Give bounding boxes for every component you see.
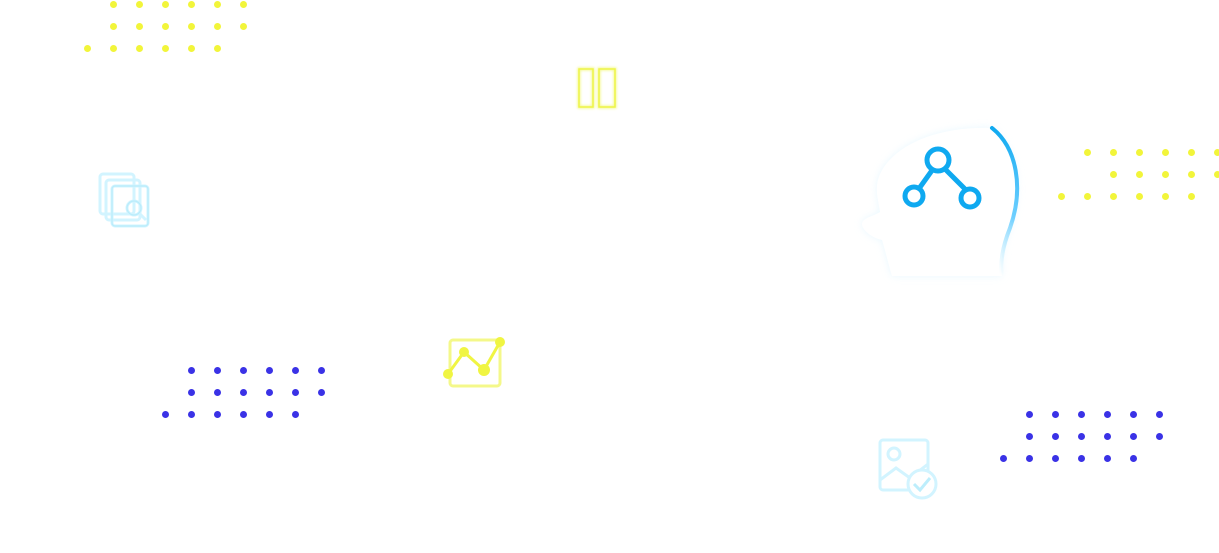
dot: [1188, 171, 1195, 178]
dot: [240, 23, 247, 30]
dot: [1026, 455, 1033, 462]
document-search-icon: [98, 172, 150, 228]
dot: [1188, 193, 1195, 200]
dot: [1052, 411, 1059, 418]
dot: [162, 1, 169, 8]
dot: [188, 367, 195, 374]
dot: [266, 411, 273, 418]
dot: [1214, 149, 1219, 156]
dot: [136, 45, 143, 52]
dot: [1162, 193, 1169, 200]
dot: [1110, 149, 1117, 156]
columns-icon: [577, 67, 617, 109]
image-verified-icon: [878, 438, 938, 500]
dot: [214, 1, 221, 8]
dot: [1058, 193, 1065, 200]
dot: [214, 367, 221, 374]
dot: [318, 367, 325, 374]
dot: [1162, 149, 1169, 156]
line-chart-icon: [443, 337, 505, 388]
dot: [162, 411, 169, 418]
dot: [1084, 149, 1091, 156]
dot: [292, 389, 299, 396]
dot: [1136, 149, 1143, 156]
dot: [162, 23, 169, 30]
dot: [1078, 411, 1085, 418]
dot: [266, 367, 273, 374]
dot: [1052, 455, 1059, 462]
dot: [1000, 455, 1007, 462]
dot: [318, 389, 325, 396]
dot: [1110, 171, 1117, 178]
dot: [240, 1, 247, 8]
dot: [188, 411, 195, 418]
dot: [240, 411, 247, 418]
dot: [1078, 433, 1085, 440]
dot: [292, 411, 299, 418]
dot: [1104, 455, 1111, 462]
dot: [214, 45, 221, 52]
dot: [240, 389, 247, 396]
dot: [1130, 433, 1137, 440]
dot: [1104, 433, 1111, 440]
dot: [1162, 171, 1169, 178]
dot: [1188, 149, 1195, 156]
head-network-icon: [862, 126, 1020, 278]
dot: [1136, 193, 1143, 200]
dot: [1104, 411, 1111, 418]
dot: [1052, 433, 1059, 440]
dot: [110, 23, 117, 30]
dot: [292, 367, 299, 374]
dot: [188, 389, 195, 396]
dot: [188, 1, 195, 8]
dot: [1026, 433, 1033, 440]
dot: [1136, 171, 1143, 178]
dot: [1084, 193, 1091, 200]
dot: [110, 1, 117, 8]
dot: [136, 23, 143, 30]
dot: [110, 45, 117, 52]
dot: [1110, 193, 1117, 200]
dot: [1214, 171, 1219, 178]
dot: [1156, 411, 1163, 418]
dot: [1026, 411, 1033, 418]
dot: [266, 389, 273, 396]
dot: [162, 45, 169, 52]
dot: [1078, 455, 1085, 462]
dot: [188, 23, 195, 30]
dot: [214, 23, 221, 30]
dot: [1130, 411, 1137, 418]
dot: [240, 367, 247, 374]
dot: [214, 411, 221, 418]
dot: [136, 1, 143, 8]
dot: [84, 45, 91, 52]
dot: [1130, 455, 1137, 462]
dot: [1156, 433, 1163, 440]
dot: [214, 389, 221, 396]
dot: [188, 45, 195, 52]
